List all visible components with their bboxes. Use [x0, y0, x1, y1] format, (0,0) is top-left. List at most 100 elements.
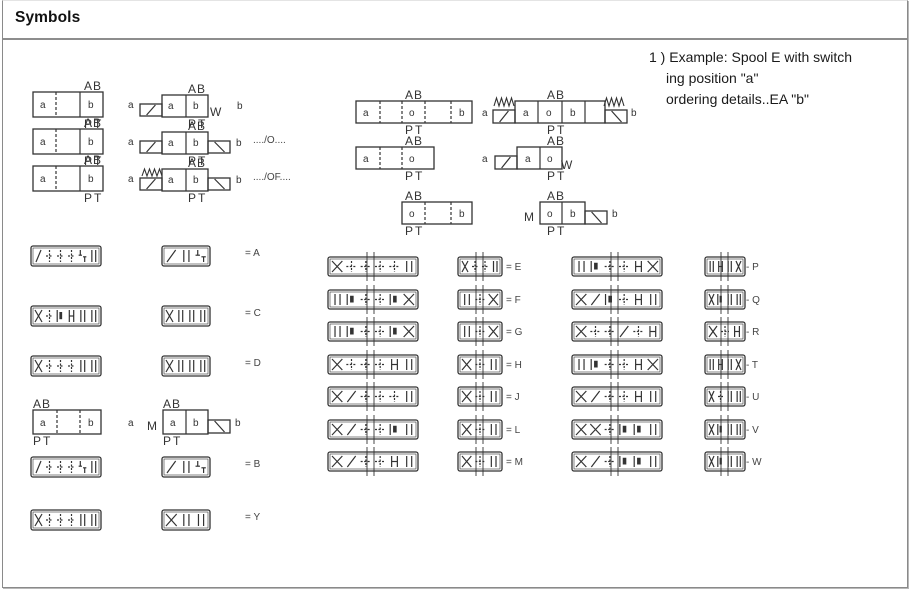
spool-code-label: = B — [245, 459, 261, 470]
port-p-label: P — [405, 123, 413, 137]
spool-symbol-3pos — [457, 252, 503, 281]
position-b-label: b — [88, 137, 94, 148]
port-b-label: B — [197, 119, 205, 133]
spring-icon — [141, 167, 163, 178]
spool-symbol-4pos — [571, 382, 663, 411]
position-a-label: a — [40, 174, 46, 185]
position-zero-label: o — [409, 209, 415, 220]
spool-inner-outline — [163, 307, 209, 325]
spool-outline — [704, 419, 746, 440]
position-b-label: b — [193, 175, 199, 186]
spool-row-j: = J — [327, 382, 520, 411]
flow-diagonal — [346, 423, 357, 436]
spool-inner-outline — [32, 307, 100, 325]
solenoid-box — [207, 177, 231, 191]
spring-m-label: M — [524, 210, 534, 224]
solenoid-a-label: a — [128, 418, 134, 429]
spool-row-f: = F — [327, 285, 521, 314]
spool-outline — [457, 256, 503, 277]
spool-inner-outline — [706, 291, 744, 308]
spool-outline — [161, 355, 211, 377]
spool-outline — [161, 456, 211, 478]
spool-inner-outline — [706, 356, 744, 373]
spool-symbol-3pos — [457, 350, 503, 379]
position-a-label: a — [40, 418, 46, 429]
throttle-mark — [393, 327, 397, 335]
position-b-label: b — [88, 174, 94, 185]
spool-inner-outline — [163, 357, 209, 375]
spool-inner-outline — [163, 247, 209, 265]
spool-outline — [457, 451, 503, 472]
order-suffix-label: ..../O.... — [253, 135, 286, 146]
cross-line — [735, 358, 742, 371]
spool-code-label: = C — [245, 308, 261, 319]
cross-line — [735, 260, 742, 273]
spool-inner-outline — [329, 388, 417, 405]
spool-inner-outline — [573, 323, 661, 340]
spool-symbol-3pos — [30, 456, 102, 478]
spool-inner-outline — [163, 458, 209, 476]
position-b-label: b — [88, 100, 94, 111]
spool-row-d: = D — [30, 355, 261, 377]
position-b-label: b — [193, 138, 199, 149]
spool-outline — [704, 451, 746, 472]
cross-line — [34, 359, 43, 373]
spool-inner-outline — [459, 356, 501, 373]
spool-symbol-3pos — [704, 285, 746, 314]
solenoid-diagonal — [146, 178, 156, 190]
port-p-label: P — [33, 434, 41, 448]
port-b-label: B — [42, 397, 50, 411]
spool-outline — [457, 289, 503, 310]
port-b-label: B — [556, 88, 564, 102]
port-t-label: T — [94, 154, 102, 168]
port-b-label: B — [172, 397, 180, 411]
spool-symbol-4pos — [327, 252, 419, 281]
solenoid-icon — [139, 140, 163, 154]
cross-line — [461, 455, 472, 468]
throttle-mark — [594, 262, 598, 270]
port-b-label: B — [93, 116, 101, 130]
spool-symbols: = A= C= D= B= Y= E= F= G= H= J= L= M- P-… — [30, 245, 762, 531]
port-t-label: T — [415, 224, 423, 238]
spool-row-y: = Y — [30, 509, 260, 531]
port-a-label: A — [33, 397, 41, 411]
solenoid-box — [207, 140, 231, 154]
flow-diagonal — [35, 460, 42, 474]
spool-inner-outline — [706, 453, 744, 470]
spool-outline — [327, 256, 419, 277]
spool-outline — [457, 321, 503, 342]
flow-diagonal — [590, 293, 601, 306]
spool-outline — [327, 354, 419, 375]
spool-symbol-2pos — [161, 509, 211, 531]
cross-line — [34, 513, 43, 527]
spool-outline — [161, 509, 211, 531]
spool-symbol-3pos — [457, 447, 503, 476]
spool-outline — [457, 386, 503, 407]
spool-inner-outline — [459, 258, 501, 275]
cross-line — [708, 325, 718, 338]
spool-code-label: = Y — [245, 512, 260, 523]
cross-line — [403, 325, 415, 338]
spool-symbol-4pos — [571, 447, 663, 476]
cross-line — [165, 359, 174, 373]
position-a-label: a — [363, 108, 369, 119]
spool-row-u: - U — [571, 382, 759, 411]
spool-code-label: = L — [506, 425, 521, 436]
spool-outline — [704, 386, 746, 407]
spool-inner-outline — [329, 453, 417, 470]
solenoid-diagonal — [499, 110, 509, 123]
position-a-label: a — [168, 175, 174, 186]
valve-body — [401, 201, 473, 225]
solenoid-icon — [494, 155, 518, 170]
spool-inner-outline — [573, 258, 661, 275]
spool-symbol-3pos — [704, 350, 746, 379]
spool-row-l: = L — [327, 415, 521, 444]
cross-line — [488, 325, 499, 338]
spool-inner-outline — [32, 511, 100, 529]
